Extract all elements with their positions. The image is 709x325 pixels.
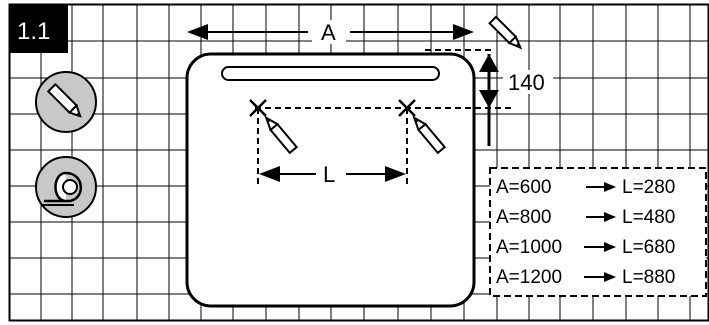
hole-spacing-value: L=880 — [622, 267, 675, 288]
mirror-width-value: A=600 — [496, 177, 551, 198]
spacing-dimension: L — [259, 160, 406, 187]
offset-label: 140 — [508, 70, 545, 95]
right-hole-mark — [398, 99, 416, 185]
mirror-width-value: A=800 — [496, 207, 551, 228]
pencil-icon — [35, 71, 97, 133]
hole-spacing-value: L=480 — [622, 207, 675, 228]
width-dimension: A — [187, 20, 474, 45]
size-table-row: A=600 L=280 — [496, 177, 675, 198]
offset-dimension: 140 — [479, 54, 553, 146]
left-pencil-icon — [264, 115, 299, 155]
arrow-head — [604, 272, 616, 282]
left-hole-mark — [249, 99, 267, 185]
tape-measure-icon — [35, 156, 97, 218]
right-pencil-icon — [412, 115, 447, 155]
arrow-head — [604, 212, 616, 222]
hole-spacing-value: L=280 — [622, 177, 675, 198]
size-table-row: A=800 L=480 — [496, 207, 675, 228]
light-strip — [221, 66, 440, 81]
hole-spacing-value: L=680 — [622, 237, 675, 258]
size-table-row: A=1200 L=880 — [496, 267, 675, 288]
step-number: 1.1 — [17, 18, 50, 45]
mirror-width-value: A=1200 — [496, 267, 562, 288]
size-table-row: A=1000 L=680 — [496, 237, 675, 258]
width-label: A — [321, 20, 336, 45]
arrow-head — [604, 242, 616, 252]
spacing-label: L — [323, 162, 335, 187]
arrow-head — [604, 182, 616, 192]
mirror-width-value: A=1000 — [496, 237, 562, 258]
step-badge — [10, 5, 68, 53]
top-pencil-icon — [425, 15, 523, 51]
